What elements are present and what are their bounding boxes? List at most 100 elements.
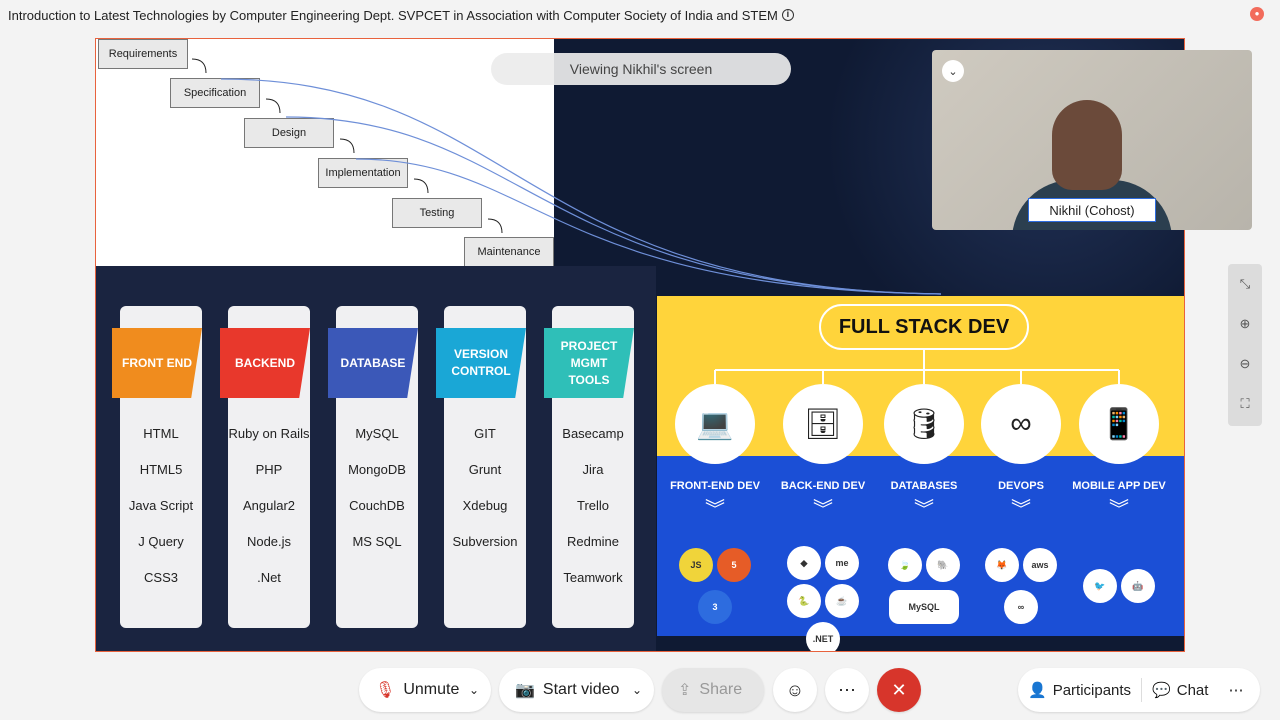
leave-meeting-button[interactable]: ✕ (877, 668, 921, 712)
card-item: Node.js (246, 534, 292, 549)
fs-column-back-end: 🗄 BACK-END DEV ︾ (775, 384, 871, 521)
card-item: MongoDB (348, 462, 406, 477)
more-icon: ⋯ (838, 679, 856, 700)
card-item: Teamwork (563, 570, 623, 585)
participants-label: Participants (1052, 681, 1132, 699)
mobile-icon: 📱 (1079, 384, 1159, 464)
start-video-button[interactable]: 📷 Start video ⌄ (499, 668, 654, 712)
chevron-down-icon: ︾ (914, 499, 934, 521)
aws-logo-icon: aws (1023, 548, 1057, 582)
waterfall-step: Maintenance (464, 237, 554, 267)
divider (1141, 678, 1143, 702)
fs-column-label: FRONT-END DEV (670, 480, 760, 492)
share-icon: ⇪ (678, 682, 692, 699)
database-icon: 🛢 (884, 384, 964, 464)
meeting-title: Introduction to Latest Technologies by C… (8, 7, 778, 23)
card-item: HTML (143, 426, 179, 441)
chevron-down-icon[interactable]: ⌄ (631, 683, 642, 697)
dotnet-logo-icon: .NET (806, 622, 840, 651)
card-heading: PROJECT MGMT TOOLS (544, 328, 634, 398)
meeting-controls: 🎙 Unmute ⌄ 📷 Start video ⌄ ⇪ Share ☺ ⋯ ✕… (0, 664, 1280, 720)
panel-more-button[interactable]: ⋯ (1218, 668, 1253, 712)
card-item: Subversion (452, 534, 518, 549)
laptop-icon: 💻 (675, 384, 755, 464)
participant-head (1052, 100, 1122, 190)
zoom-in-icon[interactable]: ⊕ (1239, 316, 1251, 331)
waterfall-step: Requirements (98, 39, 188, 69)
smiley-icon: ☺ (785, 679, 805, 700)
share-label: Share (699, 681, 743, 698)
share-button[interactable]: ⇪ Share (662, 668, 764, 712)
card-item: Jira (582, 462, 604, 477)
tech-logos-front-end: JS 5 3 (667, 546, 763, 626)
more-icon: ⋯ (1228, 682, 1244, 699)
tech-logos-mobile: 🐦 🤖 (1071, 546, 1167, 626)
card-item: Redmine (566, 534, 620, 549)
card-item: Trello (576, 498, 610, 513)
server-icon: 🗄 (783, 384, 863, 464)
viewing-banner: Viewing Nikhil's screen (491, 53, 791, 85)
js-logo-icon: JS (679, 548, 713, 582)
card-item: Ruby on Rails (228, 426, 310, 441)
participant-name: Nikhil (Cohost) (1028, 198, 1156, 222)
chat-button[interactable]: 💬 Chat (1142, 668, 1218, 712)
waterfall-step: Specification (170, 78, 260, 108)
mean-logo-icon: me (825, 546, 859, 580)
info-icon[interactable]: i (781, 9, 794, 21)
css3-logo-icon: 3 (698, 590, 732, 624)
card-project-mgmt: PROJECT MGMT TOOLS Basecamp Jira Trello … (544, 306, 634, 628)
more-options-button[interactable]: ⋯ (825, 668, 869, 712)
tech-logos-devops: 🦊 aws ∞ (973, 546, 1069, 626)
swift-logo-icon: 🐦 (1083, 569, 1117, 603)
zoom-controls: ⤡ ⊕ ⊖ ⛶ (1228, 264, 1262, 426)
card-item: CouchDB (349, 498, 405, 513)
chevron-down-icon: ︾ (813, 499, 833, 521)
mongodb-logo-icon: 🍃 (888, 548, 922, 582)
card-version-control: VERSION CONTROL GIT Grunt Xdebug Subvers… (436, 306, 526, 628)
card-item: MySQL (355, 426, 399, 441)
card-backend: BACKEND Ruby on Rails PHP Angular2 Node.… (220, 306, 310, 628)
chevron-down-icon: ︾ (705, 499, 725, 521)
chevron-down-icon[interactable]: ⌄ (942, 60, 964, 82)
waterfall-step: Design (244, 118, 334, 148)
chevron-down-icon: ︾ (1109, 499, 1129, 521)
java-logo-icon: ☕ (825, 584, 859, 618)
recording-indicator-icon: ● (1250, 7, 1264, 21)
card-item: GIT (474, 426, 496, 441)
reactions-button[interactable]: ☺ (773, 668, 817, 712)
chat-icon: 💬 (1152, 682, 1171, 699)
waterfall-arrows (191, 58, 503, 234)
card-item: .Net (257, 570, 281, 585)
unmute-button[interactable]: 🎙 Unmute ⌄ (359, 668, 491, 712)
card-item: HTML5 (139, 462, 183, 477)
card-database: DATABASE MySQL MongoDB CouchDB MS SQL (328, 306, 418, 628)
fit-screen-icon[interactable]: ⤡ (1239, 276, 1251, 291)
card-item: J Query (138, 534, 184, 549)
fs-column-label: MOBILE APP DEV (1072, 480, 1166, 492)
chevron-down-icon: ︾ (1011, 499, 1031, 521)
html5-logo-icon: 5 (717, 548, 751, 582)
full-stack-connectors (714, 350, 1120, 384)
card-heading: BACKEND (220, 328, 310, 398)
tech-logos-databases: 🍃 🐘 MySQL (876, 546, 972, 626)
card-heading: FRONT END (112, 328, 202, 398)
full-stack-title: FULL STACK DEV (819, 304, 1029, 350)
fullscreen-icon[interactable]: ⛶ (1240, 396, 1250, 411)
waterfall-step: Testing (392, 198, 482, 228)
android-logo-icon: 🤖 (1121, 569, 1155, 603)
python-logo-icon: 🐍 (787, 584, 821, 618)
card-item: MS SQL (352, 534, 402, 549)
tech-cards-panel: FRONT END HTML HTML5 Java Script J Query… (96, 266, 656, 651)
window-title-bar: Introduction to Latest Technologies by C… (0, 0, 1280, 30)
mic-muted-icon: 🎙 (375, 682, 396, 699)
fs-column-mobile: 📱 MOBILE APP DEV ︾ (1071, 384, 1167, 521)
close-icon: ✕ (891, 679, 907, 700)
chevron-down-icon[interactable]: ⌄ (468, 683, 479, 697)
participant-video[interactable]: ⌄ Nikhil (Cohost) (932, 50, 1252, 230)
participants-button[interactable]: 👤 Participants (1018, 668, 1141, 712)
zoom-out-icon[interactable]: ⊖ (1239, 356, 1251, 371)
card-item: Grunt (468, 462, 502, 477)
card-item: PHP (255, 462, 283, 477)
card-item: CSS3 (144, 570, 178, 585)
infinity-logo-icon: ∞ (1004, 590, 1038, 624)
